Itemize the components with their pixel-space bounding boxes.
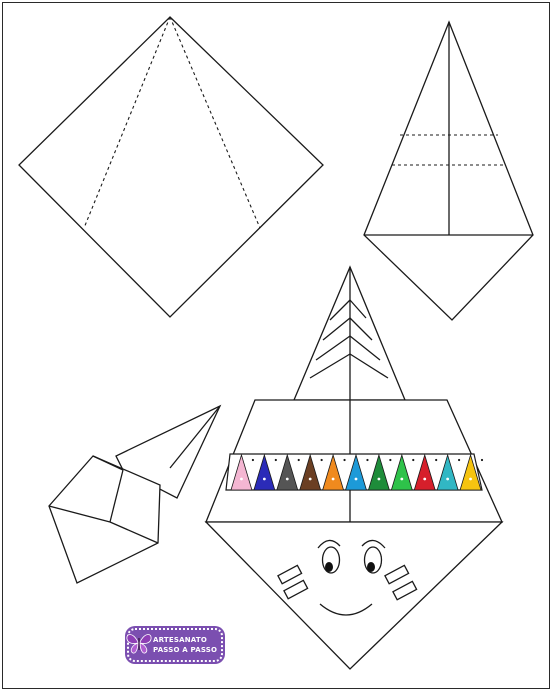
band-triangle-dot (469, 478, 472, 481)
band-separator-dot (252, 459, 254, 461)
step-4-character (206, 267, 502, 669)
band-separator-dot (389, 459, 391, 461)
band-separator-dot (321, 459, 323, 461)
step-3-folded-shape (49, 406, 220, 583)
band-triangle-dot (423, 478, 426, 481)
band-separator-dot (458, 459, 460, 461)
band-triangle-dot (446, 478, 449, 481)
brand-badge: ARTESANATO PASSO A PASSO (127, 628, 223, 662)
band-triangle-dot (400, 478, 403, 481)
band-triangle-dot (286, 478, 289, 481)
band-separator-dot (412, 459, 414, 461)
band-triangle-dot (309, 478, 312, 481)
color-band (226, 454, 483, 490)
face (206, 522, 502, 669)
band-triangle-dot (332, 478, 335, 481)
badge-text: ARTESANATO PASSO A PASSO (153, 635, 217, 655)
band-triangle-dot (355, 478, 358, 481)
band-separator-dot (298, 459, 300, 461)
band-triangle-dot (240, 478, 243, 481)
band-triangle-dot (378, 478, 381, 481)
badge-line-1: ARTESANATO (153, 635, 217, 645)
band-triangle-dot (263, 478, 266, 481)
butterfly-icon (125, 630, 153, 656)
band-separator-dot (366, 459, 368, 461)
step-1-square (19, 17, 323, 317)
badge-line-2: PASSO A PASSO (153, 645, 217, 655)
square-outline (19, 17, 323, 317)
band-separator-dot (275, 459, 277, 461)
step-2-kite (364, 22, 533, 320)
band-separator-dot (343, 459, 345, 461)
band-separator-dot (435, 459, 437, 461)
band-separator-dot (481, 459, 483, 461)
